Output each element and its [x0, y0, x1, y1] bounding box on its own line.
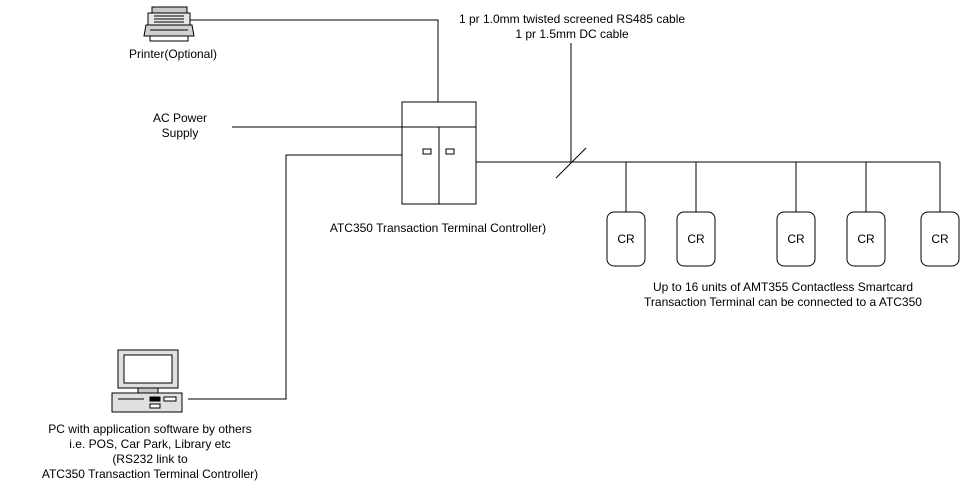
ac-power-label-line-2: Supply	[161, 126, 199, 140]
cable-spec-line-2: 1 pr 1.5mm DC cable	[515, 27, 629, 41]
ac-power-label-line-1: AC Power	[152, 111, 208, 125]
card-reader-4	[846, 211, 886, 267]
card-reader-1	[606, 211, 646, 267]
card-reader-label-2: CR	[687, 232, 705, 246]
printer-icon	[143, 6, 195, 42]
cable-spec-line-1: 1 pr 1.0mm twisted screened RS485 cable	[458, 12, 686, 26]
card-reader-2	[676, 211, 716, 267]
card-reader-label-5: CR	[931, 232, 949, 246]
pc-label-line-2: i.e. POS, Car Park, Library etc	[69, 437, 231, 451]
printer-to-controller-line	[188, 19, 439, 102]
card-reader-label-1: CR	[617, 232, 635, 246]
card-readers-caption-line-1: Up to 16 units of AMT355 Contactless Sma…	[652, 280, 914, 294]
desktop-computer-icon	[111, 349, 183, 413]
card-reader-boxes	[606, 211, 960, 267]
card-reader-label-3: CR	[787, 232, 805, 246]
pc-label-line-4: ATC350 Transaction Terminal Controller)	[41, 467, 259, 481]
connection-lines	[188, 19, 941, 400]
card-reader-5	[920, 211, 960, 267]
card-readers-caption-line-2: Transaction Terminal can be connected to…	[644, 295, 922, 309]
card-reader-3	[776, 211, 816, 267]
controller-label: ATC350 Transaction Terminal Controller)	[329, 221, 547, 235]
pc-to-controller-line	[188, 154, 402, 400]
cable-slash-mark	[555, 147, 587, 179]
controller-cabinet-icon	[401, 101, 477, 205]
card-reader-label-4: CR	[857, 232, 875, 246]
pc-label-line-1: PC with application software by others	[48, 422, 252, 436]
pc-label-line-3: (RS232 link to	[112, 452, 188, 466]
printer-label: Printer(Optional)	[128, 47, 218, 61]
